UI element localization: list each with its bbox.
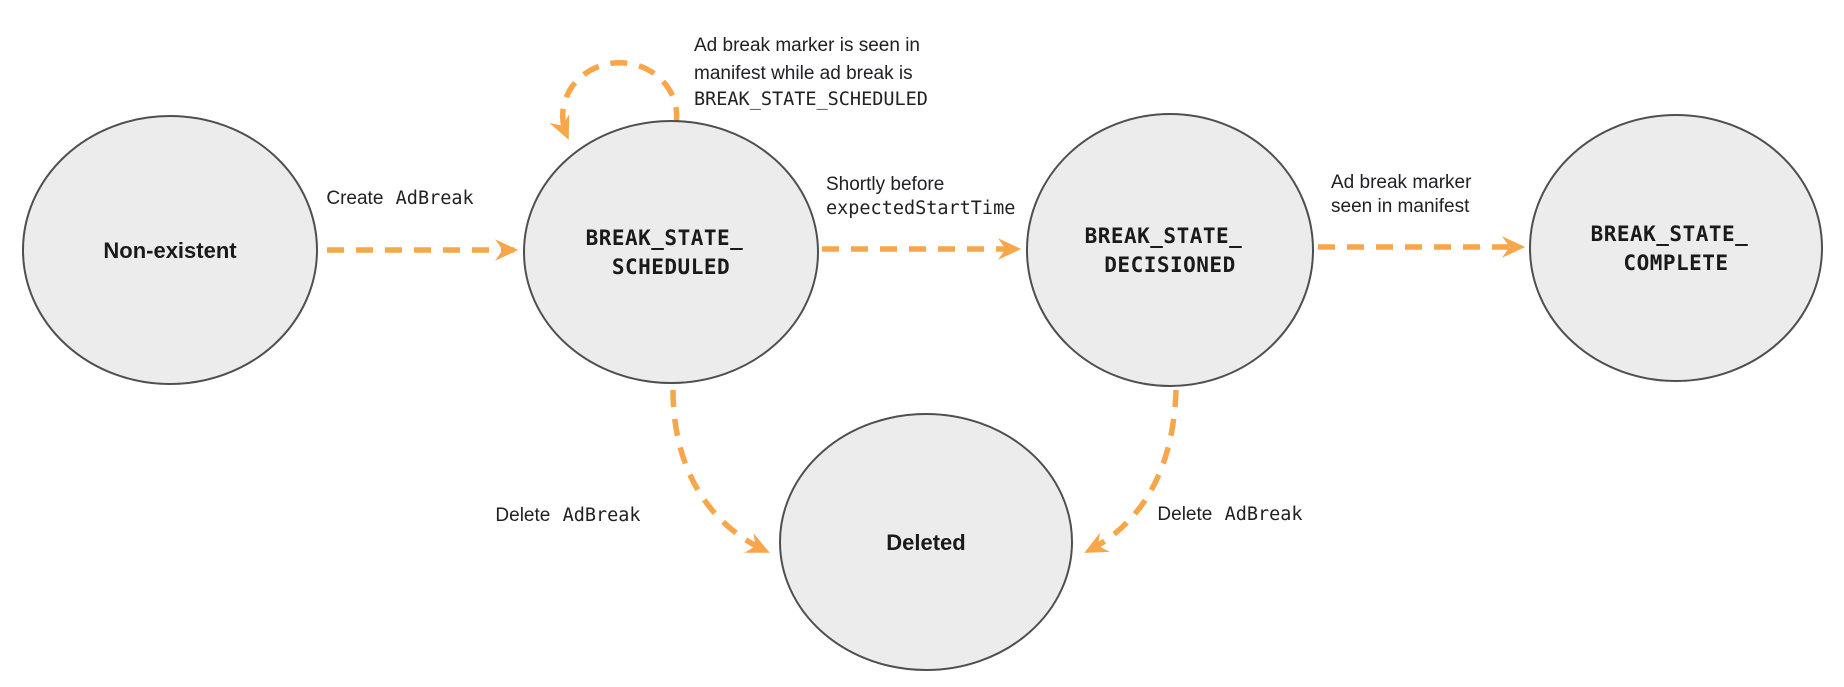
node-label-break-state-decisioned: BREAK_STATE_ DECISIONED	[1085, 224, 1256, 277]
state-node-break-state-decisioned	[1026, 113, 1314, 387]
state-node-non-existent	[22, 115, 318, 385]
node-label-break-state-complete: BREAK_STATE_ COMPLETE	[1591, 222, 1762, 275]
edge-label-marker-seen: Ad break marker seen in manifest	[1331, 172, 1477, 217]
state-node-deleted	[779, 413, 1073, 671]
edge-label-shortly-before: Shortly before expectedStartTime	[826, 174, 1015, 219]
edge-label-delete-from-scheduled: Delete AdBreak	[495, 505, 640, 526]
state-node-break-state-complete	[1529, 114, 1823, 382]
node-label-break-state-scheduled: BREAK_STATE_ SCHEDULED	[586, 226, 757, 279]
node-label-non-existent: Non-existent	[103, 238, 237, 263]
edge-label-delete-from-decisioned: Delete AdBreak	[1157, 504, 1302, 525]
state-node-break-state-scheduled	[523, 120, 819, 384]
node-label-deleted: Deleted	[886, 530, 965, 555]
edge-self-loop-scheduled	[549, 60, 680, 140]
edge-label-create-adbreak: Create AdBreak	[326, 188, 473, 209]
edge-label-self-loop: Ad break marker is seen in manifest whil…	[694, 35, 928, 110]
edge-delete-from-scheduled	[670, 389, 770, 554]
edge-delete-from-decisioned	[1084, 389, 1179, 554]
